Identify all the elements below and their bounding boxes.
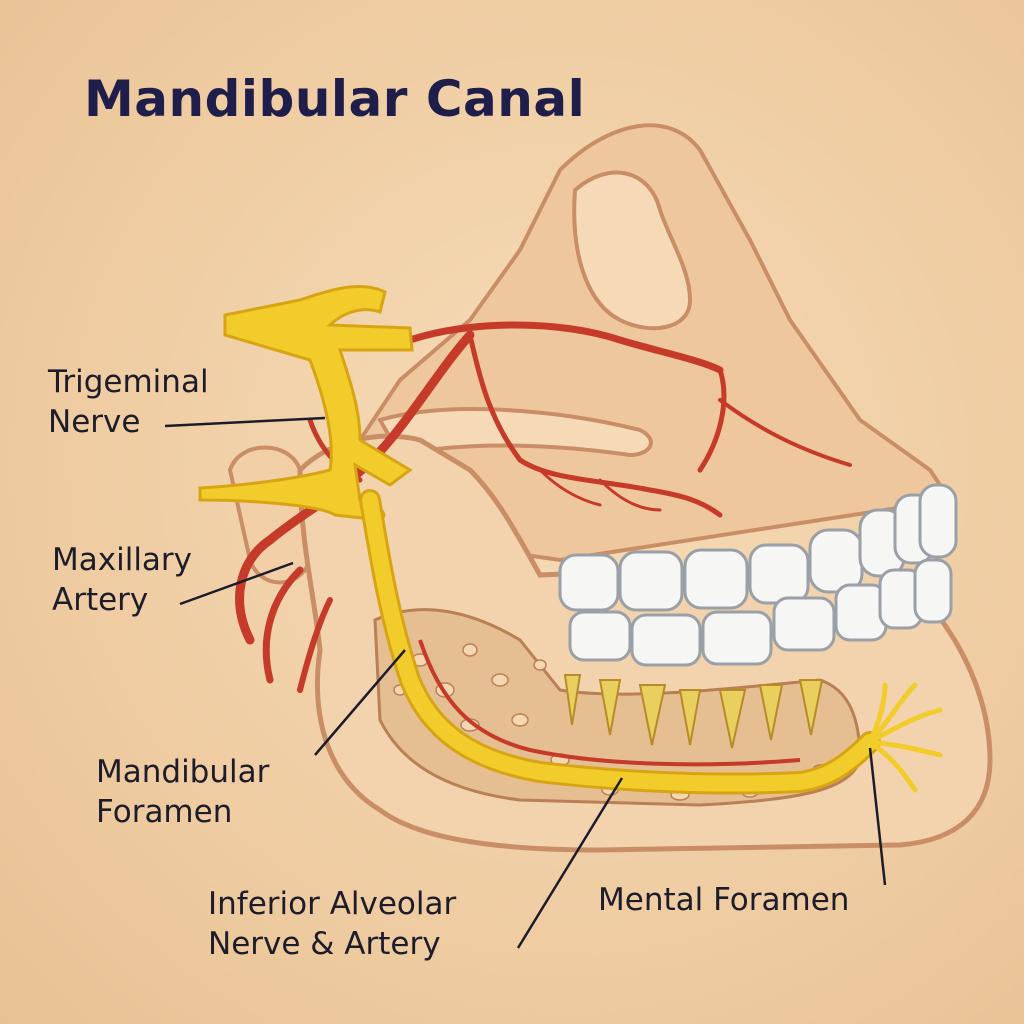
label-inferior-line1: Inferior Alveolar: [208, 886, 457, 922]
label-mandibular-line1: Mandibular: [96, 754, 270, 790]
label-mandibular-foramen: Mandibular Foramen: [96, 752, 269, 832]
leader-mandibular-foramen: [314, 649, 406, 756]
label-mandibular-line2: Foramen: [96, 794, 233, 830]
label-maxillary-artery: Maxillary Artery: [52, 540, 192, 620]
leader-maxillary: [179, 561, 294, 606]
diagram-title: Mandibular Canal: [84, 70, 586, 128]
tooth-roots: [563, 674, 824, 749]
label-trigeminal-nerve: Trigeminal Nerve: [48, 362, 209, 442]
label-inferior-line2: Nerve & Artery: [208, 926, 441, 962]
trigeminal-nerve: [198, 285, 414, 522]
label-mental-foramen: Mental Foramen: [598, 880, 849, 920]
label-inferior-alveolar: Inferior Alveolar Nerve & Artery: [208, 884, 456, 964]
label-maxillary-line2: Artery: [52, 582, 149, 618]
inferior-alveolar-artery: [418, 639, 801, 767]
lower-teeth: [568, 558, 953, 667]
mental-nerve-branches: [867, 682, 943, 793]
label-trigeminal-line2: Nerve: [48, 404, 141, 440]
leader-inferior-alveolar: [516, 777, 624, 949]
leader-trigeminal: [164, 416, 326, 428]
label-maxillary-line1: Maxillary: [52, 542, 193, 578]
label-trigeminal-line1: Trigeminal: [48, 364, 209, 400]
orbit: [572, 170, 693, 331]
zygomatic-arch: [376, 407, 653, 458]
upper-teeth: [558, 483, 958, 612]
leader-lines: [164, 416, 887, 949]
label-mental-line1: Mental Foramen: [598, 882, 850, 918]
leader-mental-foramen: [868, 747, 887, 886]
